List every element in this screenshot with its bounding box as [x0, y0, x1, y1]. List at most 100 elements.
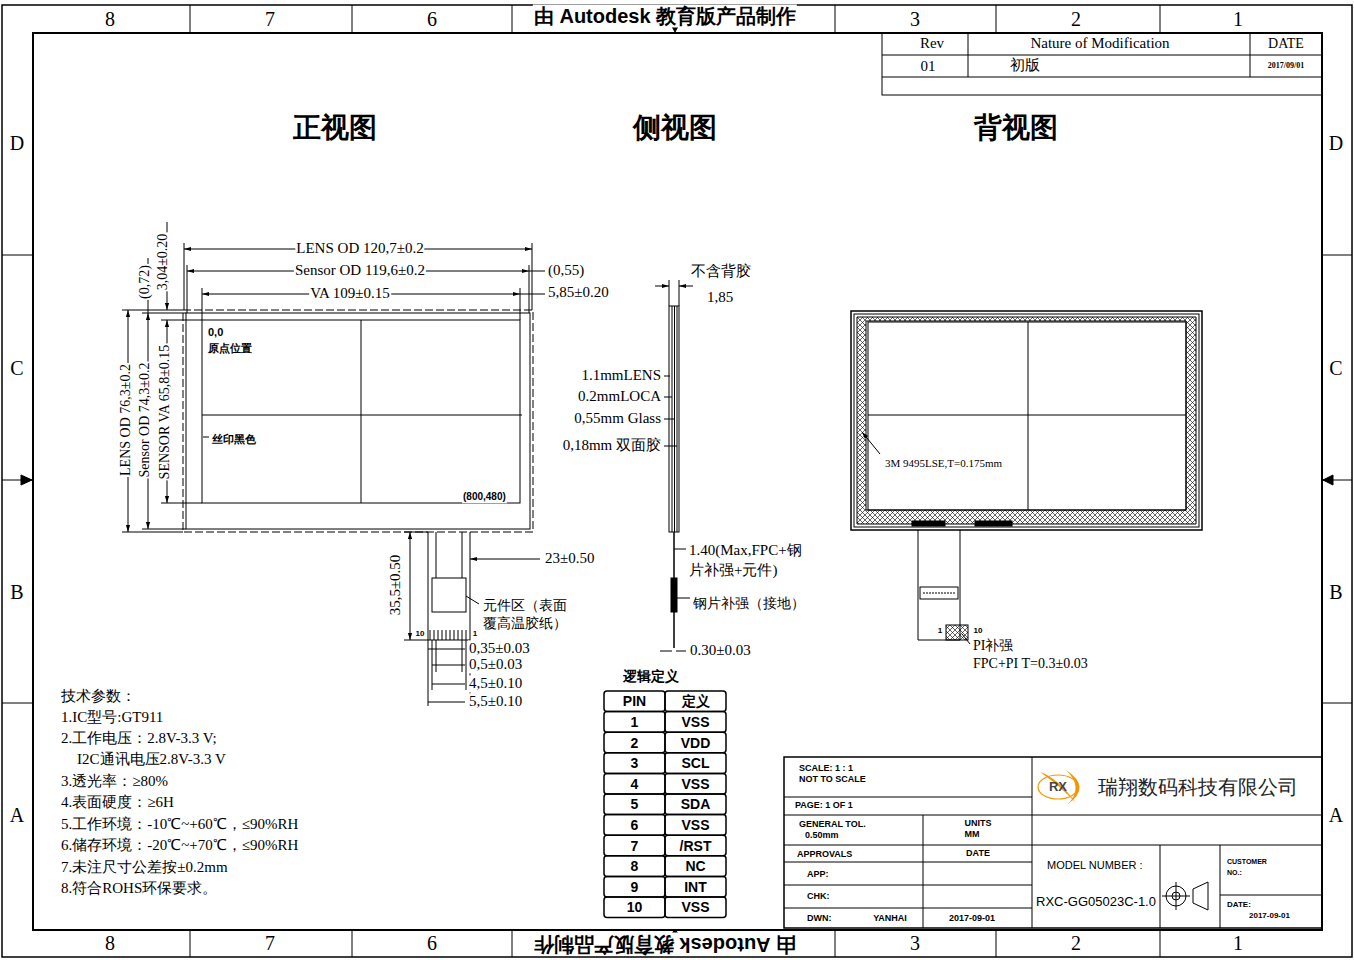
drawing-label: 不含背胶: [690, 263, 752, 280]
drawing-label: 4,5±0.10: [468, 675, 523, 692]
drawing-label: CUSTOMER: [1226, 858, 1268, 866]
pin-table: [604, 773, 665, 794]
drawing-label: B: [1328, 581, 1343, 604]
drawing-label: LENS OD 76,3±0.2: [118, 363, 134, 477]
front-view: [410, 532, 411, 640]
front-view: [428, 640, 470, 706]
drawing-label: (0,55): [547, 262, 585, 279]
drawing-label: APPROVALS: [796, 849, 853, 859]
drawing-label: 定义: [681, 693, 711, 709]
front-view: [202, 320, 522, 503]
drawing-label: NOT TO SCALE: [798, 774, 867, 784]
drawing-label: SDA: [680, 796, 712, 812]
drawing-label: Sensor OD 119,6±0.2: [294, 262, 426, 279]
drawing-label: 由 Autodesk 教育版产品制作: [533, 933, 797, 956]
drawing-label: FPC+PI T=0.3±0.03: [972, 656, 1089, 672]
drawing-label: 0,35±0.03: [468, 640, 531, 657]
drawing-label: 2017-09-01: [1248, 911, 1291, 920]
front-view: [466, 596, 479, 604]
drawing-label: 1: [630, 714, 640, 730]
drawing-label: C: [1328, 357, 1343, 380]
drawing-label: NC: [684, 858, 706, 874]
company-logo: [1038, 775, 1078, 799]
drawing-label: 8: [104, 932, 116, 955]
drawing-label: VSS: [680, 817, 710, 833]
drawing-label: PAGE: 1 OF 1: [794, 800, 854, 810]
drawing-label: 8: [104, 8, 116, 31]
drawing-label: 3.透光率：≥80%: [60, 773, 169, 790]
pin-table: [604, 691, 726, 918]
drawing-label: 0,5±0.03: [468, 656, 523, 673]
drawing-label: 3: [630, 755, 640, 771]
drawing-label: APP:: [806, 869, 830, 879]
drawing-label: SCALE: 1 : 1: [798, 763, 854, 773]
drawing-label: 3,04±0.20: [155, 233, 171, 292]
drawing-label: RXC-GG05023C-1.0: [1035, 895, 1157, 910]
back-view: [868, 322, 1186, 510]
drawing-label: SCL: [681, 755, 711, 771]
drawing-label: Nature of Modification: [1029, 35, 1170, 52]
drawing-label: CHK:: [806, 891, 831, 901]
drawing-label: 2: [1070, 932, 1082, 955]
revision-table: [882, 33, 1322, 95]
drawing-label: 7: [630, 837, 640, 853]
company-logo: [1038, 770, 1080, 804]
back-view: [854, 314, 1199, 527]
drawing-label: 5,5±0.10: [468, 693, 523, 710]
back-view: [857, 317, 1196, 524]
drawing-label: 3M 9495LSE,T=0.175mm: [884, 457, 1003, 470]
drawing-label: 1: [1232, 8, 1244, 31]
drawing-label: Rev: [919, 35, 945, 52]
drawing-label: MM: [964, 829, 981, 839]
drawing-label: 1,85: [706, 289, 734, 306]
drawing-label: DATE: [965, 848, 991, 858]
sheet-frame: [2, 5, 1352, 957]
side-view: [655, 286, 669, 287]
title-block: [1193, 882, 1208, 910]
drawing-label: 1: [1232, 932, 1244, 955]
front-view: [470, 559, 540, 560]
front-view: [122, 222, 545, 706]
drawing-label: 7: [264, 8, 276, 31]
drawing-label: 0,55mm Glass: [573, 410, 662, 427]
drawing-label: 10: [626, 899, 644, 915]
pin-table: [665, 835, 726, 856]
drawing-label: 背视图: [973, 112, 1059, 144]
drawing-label: 正视图: [292, 112, 378, 144]
drawing-label: DATE: [1267, 36, 1305, 52]
drawing-label: 钢片补强（接地）: [692, 596, 806, 612]
drawing-label: 瑞翔数码科技有限公司: [1097, 776, 1299, 799]
drawing-label: 5: [630, 796, 640, 812]
back-view: [851, 311, 1202, 644]
drawing-label: MODEL NUMBER :: [1046, 859, 1144, 872]
drawing-label: 6: [426, 932, 438, 955]
drawing-label: 7.未注尺寸公差按±0.2mm: [60, 859, 229, 876]
front-view: [432, 578, 466, 612]
drawing-label: 丝印黑色: [211, 433, 257, 446]
drawing-label: NO.:: [1226, 869, 1243, 877]
side-view: [669, 280, 679, 306]
drawing-label: 23±0.50: [544, 550, 595, 567]
pin-table: [604, 856, 665, 877]
drawing-label: 8.符合ROHS环保要求。: [60, 880, 218, 897]
drawing-label: 01: [920, 58, 937, 75]
drawing-label: Sensor OD 74,3±0.2: [137, 361, 153, 478]
drawing-label: 10: [973, 626, 984, 635]
drawing-label: D: [1328, 132, 1344, 155]
drawing-label: 2017/09/01: [1267, 61, 1305, 70]
back-view: [851, 311, 1202, 530]
front-view: [520, 271, 545, 294]
drawing-label: 1.1mmLENS: [580, 367, 662, 384]
drawing-label: C: [9, 357, 24, 380]
drawing-label: DATE:: [1226, 900, 1252, 909]
drawing-label: 2: [630, 734, 640, 750]
front-view: [186, 313, 530, 529]
drawing-label: 9: [630, 879, 640, 895]
drawing-label: 35,5±0.50: [387, 554, 404, 617]
drawing-label: LENS OD 120,7±0.2: [295, 240, 424, 257]
drawing-label: YANHAI: [872, 913, 908, 923]
pin-table: [604, 876, 665, 897]
side-view: [664, 376, 677, 446]
drawing-label: 5.工作环境：-10℃~+60℃，≤90%RH: [60, 816, 299, 833]
drawing-label: 10: [415, 629, 426, 638]
